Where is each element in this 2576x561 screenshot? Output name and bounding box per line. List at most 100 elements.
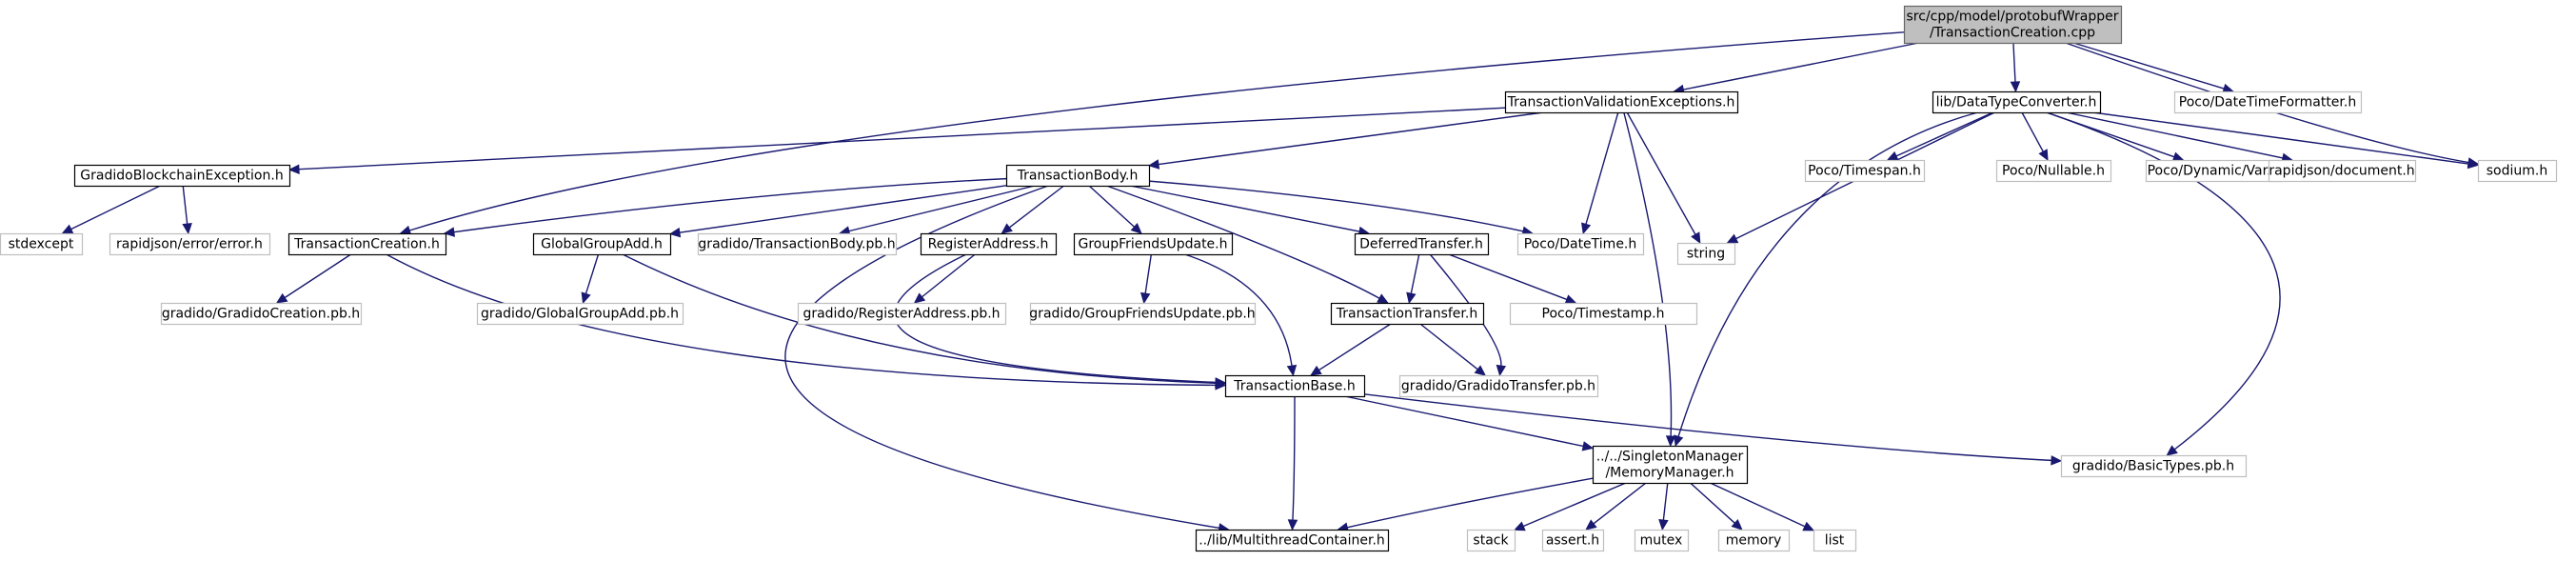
arrowhead-tve-to-tbody	[1147, 159, 1160, 170]
node-regaddr[interactable]: RegisterAddress.h	[920, 232, 1058, 256]
node-label: gradido/GradidoTransfer.pb.h	[1401, 379, 1595, 394]
arrowhead-tve-to-string	[1691, 231, 1701, 245]
arrowhead-tbase-to-memmgr	[1581, 441, 1595, 451]
arrowhead-memmgr-to-memory	[1731, 519, 1743, 531]
node-box	[1029, 302, 1257, 326]
node-tbody[interactable]: TransactionBody.h	[1005, 164, 1151, 188]
node-box	[1717, 529, 1791, 552]
node-label: TransactionCreation.h	[293, 237, 440, 252]
node-sodium: sodium.h	[2477, 159, 2558, 183]
node-box	[1195, 529, 1390, 552]
edge-tve-to-gbe	[298, 107, 1506, 170]
node-stack: stack	[1466, 529, 1516, 552]
arrowhead-dtc-to-string	[1726, 233, 1739, 244]
node-box	[1509, 302, 1698, 326]
node-gfu[interactable]: GroupFriendsUpdate.h	[1073, 232, 1234, 256]
node-memmgr[interactable]: ../../SingletonManager/MemoryManager.h	[1592, 445, 1749, 485]
edge-tve-to-string	[1626, 111, 1696, 235]
edge-root-to-tve	[1683, 42, 1919, 90]
edge-memmgr-to-mtc	[1347, 477, 1594, 529]
edge-root-to-tcreation	[408, 31, 1905, 231]
node-label: Poco/Timespan.h	[1808, 164, 1921, 179]
edge-dtc-to-sodium	[2092, 111, 2469, 165]
node-gga[interactable]: GlobalGroupAdd.h	[532, 232, 672, 256]
node-label: stdexcept	[9, 237, 74, 252]
node-box	[1330, 302, 1485, 326]
edge-tbase-to-mtc	[1292, 395, 1296, 521]
node-tve[interactable]: TransactionValidationExceptions.h	[1504, 90, 1739, 114]
arrowhead-tve-to-memmgr	[1665, 435, 1676, 448]
edge-tbody-to-regaddr	[1008, 185, 1065, 229]
node-label: stack	[1473, 533, 1509, 549]
arrowhead-tbody-to-gga	[668, 227, 682, 238]
edge-regaddr-to-regaddrpb	[921, 253, 976, 298]
node-deferred[interactable]: DeferredTransfer.h	[1354, 232, 1490, 256]
node-label: GradidoBlockchainException.h	[80, 169, 283, 184]
arrowhead-memmgr-to-asserth	[1585, 519, 1597, 531]
arrowhead-tbase-to-mtc	[1287, 519, 1298, 531]
node-dynvar: Poco/Dynamic/Var.h	[2145, 159, 2283, 183]
node-label: RegisterAddress.h	[928, 237, 1049, 252]
arrowhead-dtc-to-dynvar	[2171, 151, 2185, 162]
node-label: rapidjson/error/error.h	[116, 237, 263, 252]
edge-deferred-to-transferpb	[1429, 253, 1502, 367]
arrowhead-tbody-to-regaddr	[1001, 223, 1013, 234]
node-box	[1073, 232, 1234, 256]
node-list: list	[1813, 529, 1857, 552]
arrowhead-tve-to-gbe	[287, 164, 300, 174]
node-root[interactable]: src/cpp/model/protobufWrapper/Transactio…	[1903, 5, 2123, 45]
arrowhead-memmgr-to-list	[1802, 521, 1815, 531]
node-box	[1676, 242, 1736, 266]
node-box	[1592, 445, 1749, 485]
node-box	[1995, 159, 2112, 183]
node-tcreation[interactable]: TransactionCreation.h	[287, 232, 447, 256]
node-tbase[interactable]: TransactionBase.h	[1224, 374, 1366, 398]
node-mtc[interactable]: ../lib/MultithreadContainer.h	[1195, 529, 1390, 552]
arrowhead-deferred-to-transfer	[1406, 291, 1417, 305]
node-gbe[interactable]: GradidoBlockchainException.h	[73, 164, 291, 188]
edge-dtc-to-timespan	[1895, 111, 1993, 157]
edge-tbody-to-gfu	[1088, 185, 1136, 228]
node-label: memory	[1726, 533, 1782, 549]
node-string: string	[1676, 242, 1736, 266]
node-box	[160, 302, 363, 326]
node-rjerr: rapidjson/error/error.h	[109, 232, 271, 256]
arrowhead-tbody-to-tcreation	[443, 227, 456, 237]
node-dtc[interactable]: lib/DataTypeConverter.h	[1932, 90, 2102, 114]
edge-memmgr-to-mutex	[1662, 482, 1669, 521]
node-label: gradido/GlobalGroupAdd.pb.h	[481, 307, 679, 322]
node-timespan: Poco/Timespan.h	[1804, 159, 1926, 183]
node-nullable: Poco/Nullable.h	[1995, 159, 2112, 183]
node-box	[1516, 232, 1645, 256]
arrowhead-gbe-to-stdexcept	[61, 224, 74, 234]
node-label: Poco/DateTimeFormatter.h	[2179, 95, 2356, 110]
node-box	[287, 232, 447, 256]
node-regaddrpb: gradido/RegisterAddress.pb.h	[797, 302, 1007, 326]
node-box	[1804, 159, 1926, 183]
arrowhead-gfu-to-gfupb	[1140, 291, 1151, 305]
edge-dtc-to-memmgr	[1677, 111, 1978, 437]
edge-root-to-dtc	[2012, 42, 2016, 83]
edge-memmgr-to-memory	[1690, 482, 1735, 524]
edge-tbody-to-deferred	[1130, 185, 1360, 232]
arrowhead-dtc-to-timespan	[1886, 150, 1899, 161]
edge-root-to-pocoDTF	[2072, 42, 2225, 90]
node-label: src/cpp/model/protobufWrapper	[1907, 10, 2119, 25]
node-pocoDT: Poco/DateTime.h	[1516, 232, 1645, 256]
arrowhead-regaddr-to-regaddrpb	[913, 292, 926, 304]
node-box	[920, 232, 1058, 256]
node-transferpb: gradido/GradidoTransfer.pb.h	[1398, 374, 1599, 398]
node-gfupb: gradido/GroupFriendsUpdate.pb.h	[1029, 302, 1257, 326]
node-label: Poco/Nullable.h	[2002, 164, 2105, 179]
edge-tve-to-memmgr	[1623, 111, 1673, 437]
edge-tbody-to-mtc	[784, 185, 1219, 530]
node-box	[1466, 529, 1516, 552]
node-label: lib/DataTypeConverter.h	[1936, 95, 2097, 110]
node-box	[532, 232, 672, 256]
node-label: rapidjson/document.h	[2269, 164, 2414, 179]
arrowhead-root-to-dtc	[2010, 81, 2021, 93]
arrowhead-tbase-to-basictypes	[2051, 455, 2063, 466]
node-box	[797, 302, 1007, 326]
node-transfer[interactable]: TransactionTransfer.h	[1330, 302, 1485, 326]
